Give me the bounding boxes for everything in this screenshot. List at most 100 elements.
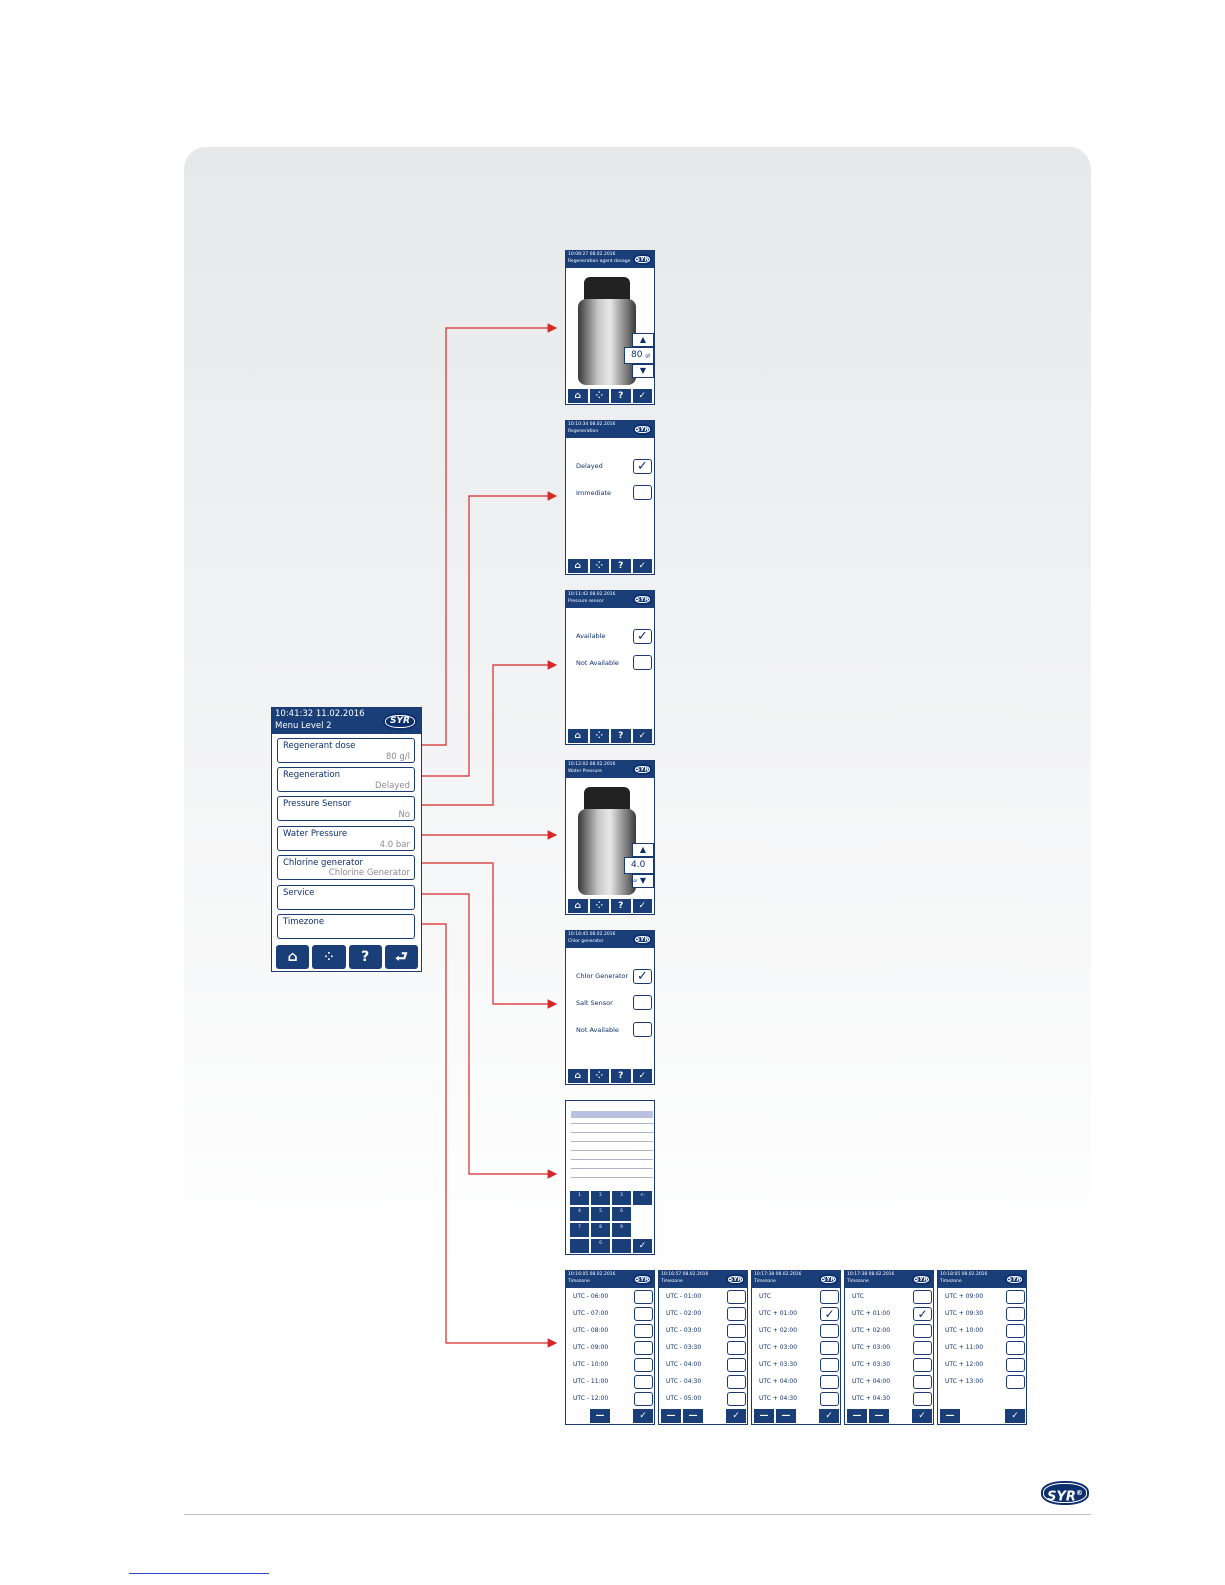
- confirm-check-icon[interactable]: ✓: [632, 389, 652, 403]
- key[interactable]: 2: [591, 1191, 610, 1205]
- down-arrow-icon[interactable]: ▼: [632, 364, 654, 378]
- confirm-check-icon[interactable]: ✓: [632, 899, 652, 913]
- back-icon[interactable]: ⮐: [384, 945, 418, 969]
- timezone-checkbox[interactable]: [727, 1307, 746, 1321]
- key[interactable]: 7: [570, 1223, 589, 1237]
- key[interactable]: 4: [570, 1207, 589, 1221]
- help-icon[interactable]: ?: [611, 729, 631, 743]
- key[interactable]: <-: [633, 1191, 652, 1205]
- grid-icon[interactable]: ⁘: [589, 1069, 609, 1083]
- timezone-checkbox[interactable]: ✓: [820, 1307, 839, 1321]
- minus-icon[interactable]: —: [683, 1409, 703, 1423]
- key[interactable]: 0: [591, 1239, 610, 1253]
- help-icon[interactable]: ?: [348, 945, 382, 969]
- grid-icon[interactable]: ⁘: [589, 559, 609, 573]
- timezone-checkbox[interactable]: [820, 1290, 839, 1304]
- timezone-checkbox[interactable]: [913, 1358, 932, 1372]
- timezone-checkbox[interactable]: [727, 1375, 746, 1389]
- timezone-checkbox[interactable]: [634, 1392, 653, 1406]
- grid-icon[interactable]: ⁘: [589, 729, 609, 743]
- timezone-checkbox[interactable]: [1006, 1375, 1025, 1389]
- timezone-checkbox[interactable]: [820, 1324, 839, 1338]
- confirm-check-icon[interactable]: ✓: [819, 1409, 839, 1423]
- timezone-checkbox[interactable]: [913, 1324, 932, 1338]
- confirm-check-icon[interactable]: ✓: [632, 1069, 652, 1083]
- timezone-checkbox[interactable]: [1006, 1324, 1025, 1338]
- home-icon[interactable]: ⌂: [568, 389, 588, 403]
- confirm-check-icon[interactable]: ✓: [726, 1409, 746, 1423]
- checkbox-not-available[interactable]: [633, 655, 652, 670]
- timezone-checkbox[interactable]: [1006, 1307, 1025, 1321]
- key[interactable]: 1: [570, 1191, 589, 1205]
- timezone-checkbox[interactable]: [913, 1375, 932, 1389]
- timezone-checkbox[interactable]: [634, 1358, 653, 1372]
- timezone-checkbox[interactable]: [727, 1392, 746, 1406]
- checkbox-not-available[interactable]: [633, 1022, 652, 1037]
- grid-icon[interactable]: ⁘: [589, 389, 609, 403]
- timezone-checkbox[interactable]: [1006, 1358, 1025, 1372]
- menu-item-service[interactable]: Service: [277, 885, 415, 910]
- minus-icon[interactable]: —: [847, 1409, 867, 1423]
- help-icon[interactable]: ?: [611, 899, 631, 913]
- home-icon[interactable]: ⌂: [568, 1069, 588, 1083]
- confirm-check-icon[interactable]: ✓: [912, 1409, 932, 1423]
- timezone-checkbox[interactable]: ✓: [913, 1307, 932, 1321]
- key[interactable]: 5: [591, 1207, 610, 1221]
- minus-icon[interactable]: —: [661, 1409, 681, 1423]
- minus-icon[interactable]: —: [869, 1409, 889, 1423]
- checkbox-immediate[interactable]: [633, 485, 652, 500]
- timezone-checkbox[interactable]: [820, 1375, 839, 1389]
- minus-icon[interactable]: —: [940, 1409, 960, 1423]
- grid-icon[interactable]: ⁘: [589, 899, 609, 913]
- key[interactable]: 3: [612, 1191, 631, 1205]
- up-arrow-icon[interactable]: ▲: [632, 333, 654, 347]
- help-icon[interactable]: ?: [611, 1069, 631, 1083]
- minus-icon[interactable]: —: [590, 1409, 610, 1423]
- checkbox-available[interactable]: ✓: [633, 629, 652, 644]
- timezone-checkbox[interactable]: [820, 1341, 839, 1355]
- key[interactable]: 6: [612, 1207, 631, 1221]
- confirm-check-icon[interactable]: ✓: [632, 729, 652, 743]
- key[interactable]: 9: [612, 1223, 631, 1237]
- confirm-check-icon[interactable]: ✓: [633, 1409, 653, 1423]
- timezone-checkbox[interactable]: [727, 1341, 746, 1355]
- checkbox-delayed[interactable]: ✓: [633, 459, 652, 474]
- timezone-checkbox[interactable]: [820, 1392, 839, 1406]
- help-icon[interactable]: ?: [611, 559, 631, 573]
- up-arrow-icon[interactable]: ▲: [632, 843, 654, 857]
- timezone-checkbox[interactable]: [634, 1341, 653, 1355]
- timezone-checkbox[interactable]: [820, 1358, 839, 1372]
- key[interactable]: [612, 1239, 631, 1253]
- key[interactable]: [570, 1239, 589, 1253]
- timezone-checkbox[interactable]: [913, 1290, 932, 1304]
- grid-icon[interactable]: ⁘: [312, 945, 346, 969]
- confirm-check-icon[interactable]: ✓: [632, 559, 652, 573]
- timezone-checkbox[interactable]: [1006, 1341, 1025, 1355]
- key[interactable]: 8: [591, 1223, 610, 1237]
- checkbox-salt-sensor[interactable]: [633, 995, 652, 1010]
- timezone-checkbox[interactable]: [634, 1375, 653, 1389]
- confirm-check-icon[interactable]: ✓: [633, 1239, 652, 1253]
- home-icon[interactable]: ⌂: [568, 729, 588, 743]
- home-icon[interactable]: ⌂: [568, 559, 588, 573]
- minus-icon[interactable]: —: [754, 1409, 774, 1423]
- down-arrow-icon[interactable]: ▼: [632, 874, 654, 888]
- timezone-checkbox[interactable]: [913, 1392, 932, 1406]
- timezone-checkbox[interactable]: [727, 1358, 746, 1372]
- timezone-checkbox[interactable]: [634, 1307, 653, 1321]
- timezone-checkbox[interactable]: [913, 1341, 932, 1355]
- minus-icon[interactable]: —: [776, 1409, 796, 1423]
- checkbox-chlor-generator[interactable]: ✓: [633, 969, 652, 984]
- confirm-check-icon[interactable]: ✓: [1005, 1409, 1025, 1423]
- timezone-checkbox[interactable]: [727, 1324, 746, 1338]
- home-icon[interactable]: ⌂: [276, 945, 310, 969]
- timezone-checkbox[interactable]: [727, 1290, 746, 1304]
- timezone-checkbox[interactable]: [634, 1290, 653, 1304]
- timezone-checkbox[interactable]: [1006, 1290, 1025, 1304]
- timezone-checkbox[interactable]: [634, 1324, 653, 1338]
